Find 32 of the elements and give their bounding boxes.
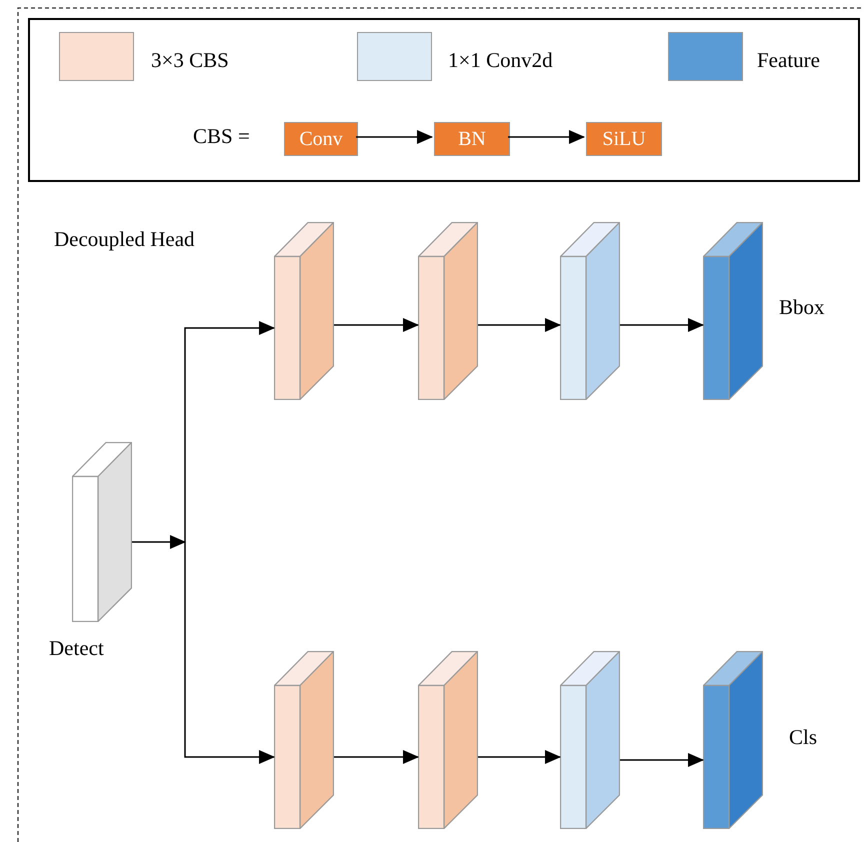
arrow [132, 535, 186, 549]
equation-label: CBS = [193, 126, 250, 147]
operation-box: SiLU [586, 122, 662, 156]
operation-box: Conv [284, 122, 358, 156]
layer-block [418, 222, 478, 400]
layer-block [418, 651, 478, 829]
layer-block [274, 222, 334, 400]
layer-block [560, 222, 620, 400]
arrow [508, 130, 585, 144]
legend-label: 3×3 CBS [151, 50, 229, 71]
arrow [478, 750, 561, 764]
layer-block [560, 651, 620, 829]
arrow [184, 321, 275, 542]
block-caption: Cls [789, 727, 818, 748]
block-caption: Detect [49, 638, 104, 659]
arrow [620, 753, 704, 767]
arrow [356, 130, 433, 144]
legend-label: Feature [757, 50, 820, 71]
arrow [334, 750, 419, 764]
operation-box: BN [434, 122, 510, 156]
legend-label: 1×1 Conv2d [448, 50, 553, 71]
input-block [72, 442, 132, 622]
layer-block [274, 651, 334, 829]
legend-panel [28, 18, 860, 182]
feature-map-block [703, 651, 763, 829]
block-caption: Bbox [779, 297, 825, 318]
arrow [334, 318, 419, 332]
arrow [184, 542, 275, 764]
feature-map-block [703, 222, 763, 400]
arrow [620, 318, 704, 332]
arrow [478, 318, 561, 332]
section-title: Decoupled Head [54, 229, 195, 250]
